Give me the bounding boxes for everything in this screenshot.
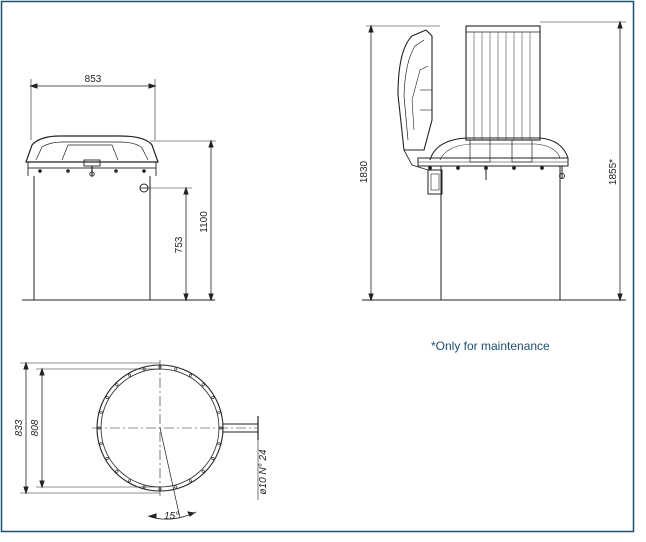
front-view [22,79,216,302]
bolt-hole [217,410,221,414]
front-total-height-label: 1100 [199,211,210,233]
front-lid [25,135,159,163]
side-dome-base [429,137,569,161]
bolt-hole [189,373,193,377]
top-view [20,360,259,520]
bolt-hole [128,479,132,483]
top-inner-diameter-label: 808 [30,419,41,436]
bolt-hole [174,485,178,489]
side-open-lid [397,29,433,151]
top-outer-diameter-label: 833 [14,419,25,436]
top-angle-label: 15° [164,511,179,522]
bolt-hole [189,479,193,483]
bolt-hole [105,456,109,460]
bolt-hole [217,442,221,446]
bolt-hole [115,383,119,387]
bolt-hole [115,469,119,473]
bolt-hole [105,395,109,399]
bolt-hole [211,395,215,399]
front-width-label: 853 [85,74,102,85]
bolt-hole [201,469,205,473]
bolt-hole [201,383,205,387]
bolt-hole [174,367,178,371]
maintenance-note: *Only for maintenance [431,339,550,353]
bolt-hole [99,410,103,414]
side-maintenance-height-label: 1855* [608,159,619,185]
drawing-frame [0,0,635,533]
bolt-hole [128,373,132,377]
side-height-label: 1830 [359,160,370,183]
side-control-box [427,169,443,195]
bolt-hole [211,456,215,460]
front-outlet-height-label: 753 [174,236,185,253]
bolt-hole [99,442,103,446]
side-view [362,20,626,302]
top-holes-label: ø10 N° 24 [258,449,269,495]
side-filter-cartridge [465,25,541,141]
